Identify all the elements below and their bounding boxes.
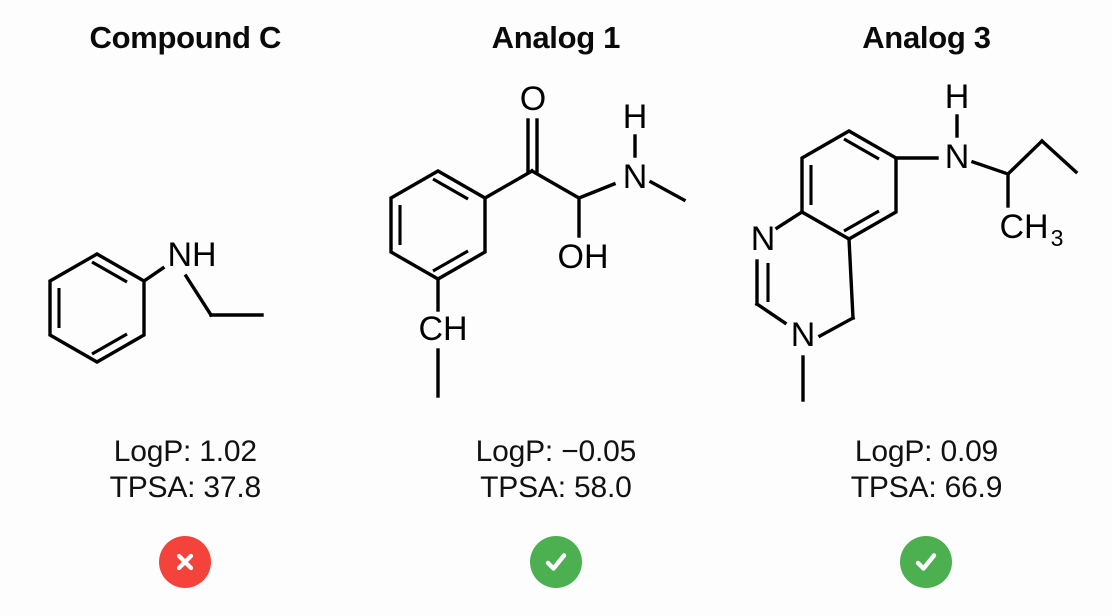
property-list: LogP: 0.09 TPSA: 66.9	[741, 434, 1112, 506]
property-list: LogP: 1.02 TPSA: 37.8	[0, 434, 371, 506]
atom-label-oh: OH	[557, 238, 608, 276]
bond-ch-to-ch2	[1005, 138, 1045, 177]
bond-ch2-to-ch3	[1039, 138, 1079, 175]
status-badge-pass	[529, 536, 582, 588]
status-badge-wrap	[371, 536, 742, 588]
status-badge-fail	[159, 536, 212, 588]
atom-label-n: N	[622, 158, 647, 196]
tpsa-value: TPSA: 66.9	[850, 471, 1003, 504]
bond-ring-to-carbonyl	[482, 168, 534, 201]
bond-amine-to-ch	[971, 159, 1011, 177]
tpsa-value: TPSA: 58.0	[480, 471, 632, 504]
cross-circle-icon	[177, 553, 194, 571]
bond-carbonyl-to-alpha	[529, 168, 581, 201]
molecule-structure-analog-3: N N H N	[741, 78, 1112, 418]
bond-c2-to-n3	[754, 301, 788, 326]
property-list: LogP: −0.05 TPSA: 58.0	[371, 434, 742, 506]
logp-value: LogP: −0.05	[475, 435, 637, 468]
benzene-ring-fused	[800, 129, 898, 241]
atom-label-n3: N	[791, 316, 816, 354]
compound-panel-compound-c: Compound C NH	[0, 0, 371, 616]
panel-title: Analog 1	[491, 20, 621, 55]
atom-label-h-amine: H	[945, 78, 970, 116]
compound-panel-analog-3: Analog 3 N	[741, 0, 1112, 616]
atom-label-ch: CH	[418, 310, 467, 348]
tpsa-value: TPSA: 37.8	[109, 471, 262, 504]
benzene-ring	[48, 252, 146, 364]
status-badge-wrap	[741, 536, 1112, 588]
logp-value: LogP: 1.02	[113, 435, 257, 468]
atom-label-nh: NH	[167, 236, 216, 274]
check-circle-icon	[916, 553, 937, 571]
molecule-structure-analog-1: O OH H N CH	[371, 78, 742, 418]
atom-label-h: H	[622, 98, 647, 136]
atom-label-o: O	[519, 80, 545, 118]
bond-nitrogen-to-ch2	[183, 273, 214, 318]
bond-n3-to-c4	[817, 315, 856, 339]
bond-c4-to-c4a	[847, 237, 855, 320]
logp-value: LogP: 0.09	[854, 435, 999, 468]
atom-label-ch3-subscript: 3	[1051, 225, 1064, 251]
bond-c8a-to-n1	[774, 209, 805, 231]
atom-label-ch3: CH	[1000, 208, 1049, 246]
atom-label-n-amine: N	[945, 138, 970, 176]
panel-title: Compound C	[89, 20, 282, 55]
bond-ring-to-nitrogen	[141, 265, 166, 284]
bond-alpha-to-nitrogen	[576, 181, 616, 201]
status-badge-pass	[900, 536, 953, 588]
benzene-ring	[388, 169, 487, 281]
status-badge-wrap	[0, 536, 371, 588]
molecule-structure-compound-c: NH	[0, 78, 371, 418]
atom-label-n1: N	[751, 220, 776, 258]
panel-title: Analog 3	[862, 20, 991, 55]
compound-panel-analog-1: Analog 1 O OH	[371, 0, 742, 616]
dihydropyrimidine-ring: N N	[751, 209, 856, 402]
bond-nitrogen-to-methyl	[648, 179, 686, 203]
check-circle-icon	[545, 553, 567, 571]
